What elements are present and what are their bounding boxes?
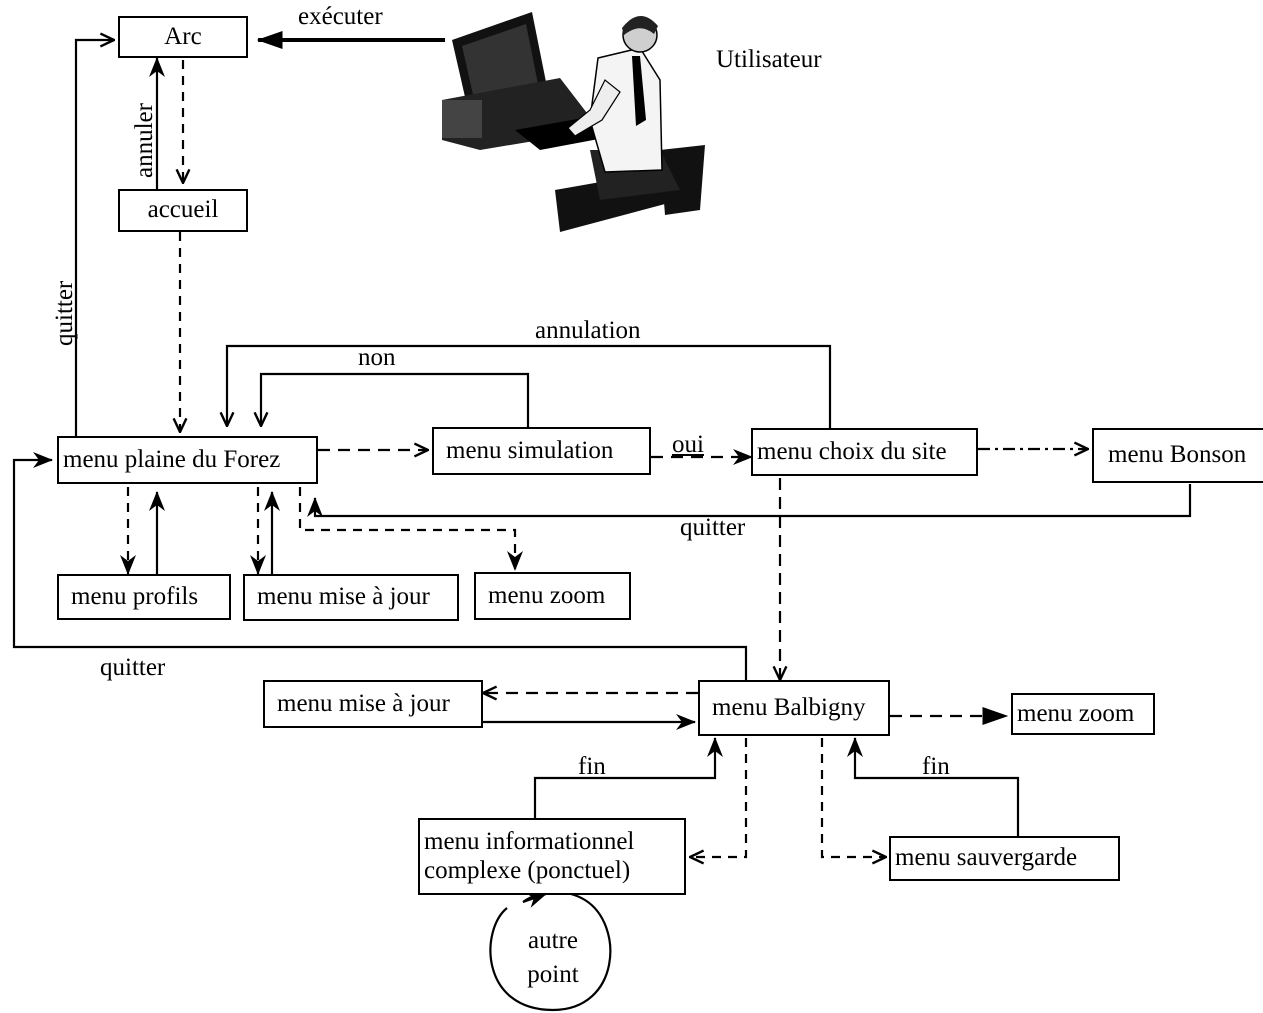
fin-right-label: fin [922, 753, 950, 780]
fin-left-arrow [533, 737, 723, 818]
oui-label: oui [672, 431, 704, 458]
quitter-label-left: quitter [51, 280, 78, 346]
non-label: non [358, 344, 396, 371]
annulation-arrow [227, 344, 832, 428]
zoom-node-2: menu zoom [1011, 693, 1155, 735]
fin-right-arrow [847, 737, 1020, 840]
utilisateur-label: Utilisateur [716, 46, 822, 73]
bonson-quitter-arrow [307, 484, 1192, 518]
annuler-label: annuler [131, 103, 158, 178]
autre-line: autre [528, 927, 578, 954]
balbigny-node: menu Balbigny [698, 680, 890, 736]
info-line-1: menu informationnel [424, 827, 635, 855]
info-line-2: complexe (ponctuel) [424, 856, 631, 884]
quitter-bonson-label: quitter [680, 514, 746, 541]
arc-node: Arc [118, 16, 248, 58]
autre-point-arrow [522, 892, 547, 908]
bonson-node: menu Bonson [1092, 428, 1263, 483]
autre-point-text: autre point [503, 924, 603, 992]
quitter-to-arc-arrow [74, 40, 114, 436]
simulation-node: menu simulation [432, 427, 651, 475]
balbigny-to-info-arrow [690, 738, 748, 857]
computer-user-icon [442, 12, 705, 232]
annulation-label: annulation [535, 317, 641, 344]
accueil-node: accueil [118, 189, 248, 232]
sauvegarde-node: menu sauvergarde [889, 836, 1120, 881]
quitter-balbigny-label: quitter [100, 654, 166, 681]
fin-left-label: fin [578, 753, 606, 780]
balbigny-quitter-arrow [12, 452, 748, 680]
info-complexe-node: menu informationnel complexe (ponctuel) [418, 818, 686, 895]
profils-node: menu profils [57, 574, 231, 620]
non-arrow [261, 372, 530, 427]
balbigny-to-sauvegarde-arrow [820, 738, 886, 857]
plaine-to-zoom-arrow [298, 487, 523, 571]
executer-label: exécuter [298, 3, 383, 30]
point-line: point [527, 960, 579, 988]
maj-node-2: menu mise à jour [263, 680, 483, 728]
maj-node-1: menu mise à jour [243, 574, 459, 621]
zoom-node-1: menu zoom [474, 572, 631, 620]
choix-site-node: menu choix du site [751, 428, 978, 476]
plaine-forez-node: menu plaine du Forez [57, 436, 318, 484]
